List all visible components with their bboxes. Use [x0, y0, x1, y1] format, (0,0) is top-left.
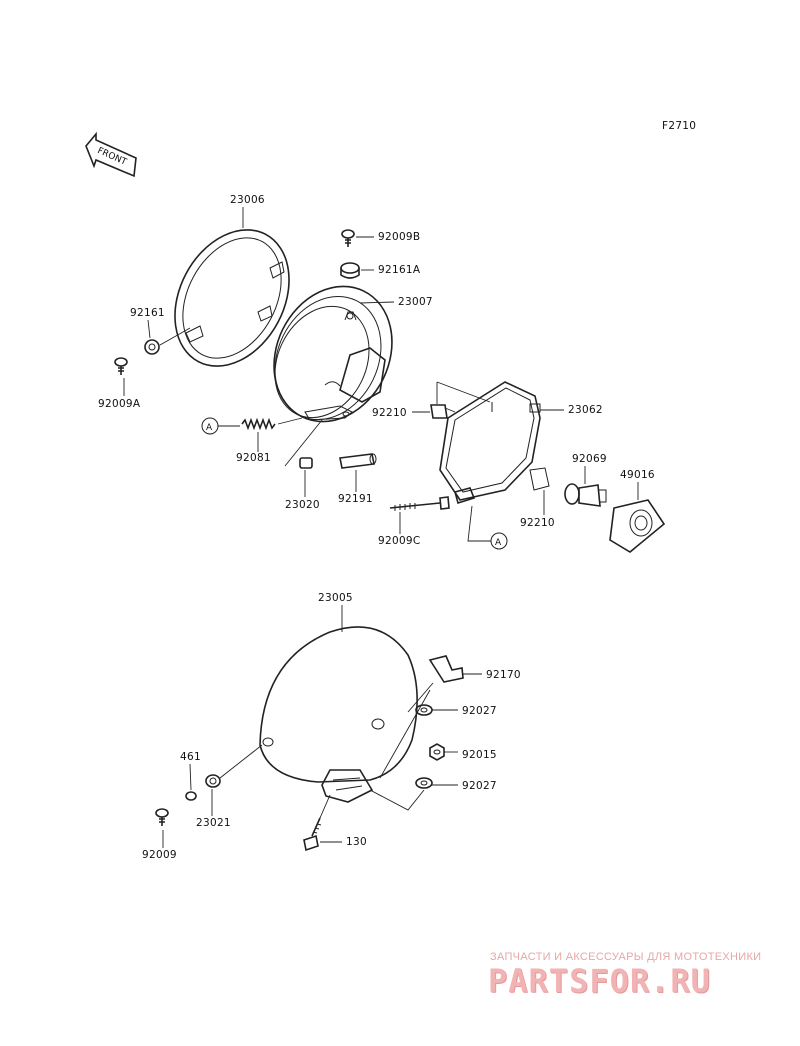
part-label-92069: 92069: [572, 453, 607, 465]
socket-23020: [299, 457, 313, 469]
bulb-92069: [564, 483, 607, 507]
watermark-logo: PARTSFOR.RU: [488, 962, 711, 1000]
headlight-shell: [259, 626, 418, 803]
ref-marker-a-left: A: [201, 417, 219, 435]
bracket-92170: [428, 655, 464, 683]
ref-marker-label: A: [206, 423, 213, 433]
bolt-92009A: [114, 357, 128, 375]
bolt-92009B: [341, 229, 355, 247]
part-label-461: 461: [180, 751, 201, 763]
part-label-92009B: 92009B: [378, 231, 420, 243]
bolt-92009: [155, 808, 169, 826]
part-label-92170: 92170: [486, 669, 521, 681]
spring-92081: [241, 417, 276, 431]
ref-marker-a-lower: A: [490, 532, 508, 550]
washer-461: [185, 791, 197, 801]
part-label-23006: 23006: [230, 194, 265, 206]
rubber-grommet-92161: [144, 339, 160, 355]
bulb-cover-49016: [609, 499, 666, 553]
part-label-23062: 23062: [568, 404, 603, 416]
headlight-housing: [273, 285, 393, 423]
part-label-92009A: 92009A: [98, 398, 141, 410]
front-arrow-icon: FRONT: [85, 131, 137, 178]
headlight-rim: [174, 229, 290, 367]
part-label-92009C: 92009C: [378, 535, 421, 547]
watermark-tagline: ЗАПЧАСТИ И АКСЕССУАРЫ ДЛЯ МОТОТЕХНИКИ: [490, 951, 762, 963]
part-label-23021: 23021: [196, 817, 231, 829]
part-label-130: 130: [346, 836, 367, 848]
grommet-23021: [205, 774, 221, 788]
part-label-92027-lower: 92027: [462, 780, 497, 792]
front-arrow-label: FRONT: [96, 146, 129, 168]
part-label-92161: 92161: [130, 307, 165, 319]
tube-92191: [339, 453, 377, 469]
part-label-92191: 92191: [338, 493, 373, 505]
part-label-92081: 92081: [236, 452, 271, 464]
figure-code: F2710: [662, 120, 696, 132]
part-label-92210-upper: 92210: [372, 407, 407, 419]
part-label-23005: 23005: [318, 592, 353, 604]
svg-text:A: A: [495, 538, 502, 548]
clip-92210-upper: [430, 404, 448, 419]
bolt-130: [303, 817, 322, 852]
headlight-bracket: [439, 381, 550, 501]
part-label-49016: 49016: [620, 469, 655, 481]
part-label-92161A: 92161A: [378, 264, 421, 276]
part-label-92210-lower: 92210: [520, 517, 555, 529]
grommet-92161A: [340, 262, 360, 279]
part-label-92027-upper: 92027: [462, 705, 497, 717]
washer-92027-lower: [415, 777, 433, 789]
part-label-92009: 92009: [142, 849, 177, 861]
part-label-92015: 92015: [462, 749, 497, 761]
part-label-23007: 23007: [398, 296, 433, 308]
part-label-23020: 23020: [285, 499, 320, 511]
bolt-92009C: [389, 496, 450, 511]
nut-92015: [429, 743, 445, 761]
